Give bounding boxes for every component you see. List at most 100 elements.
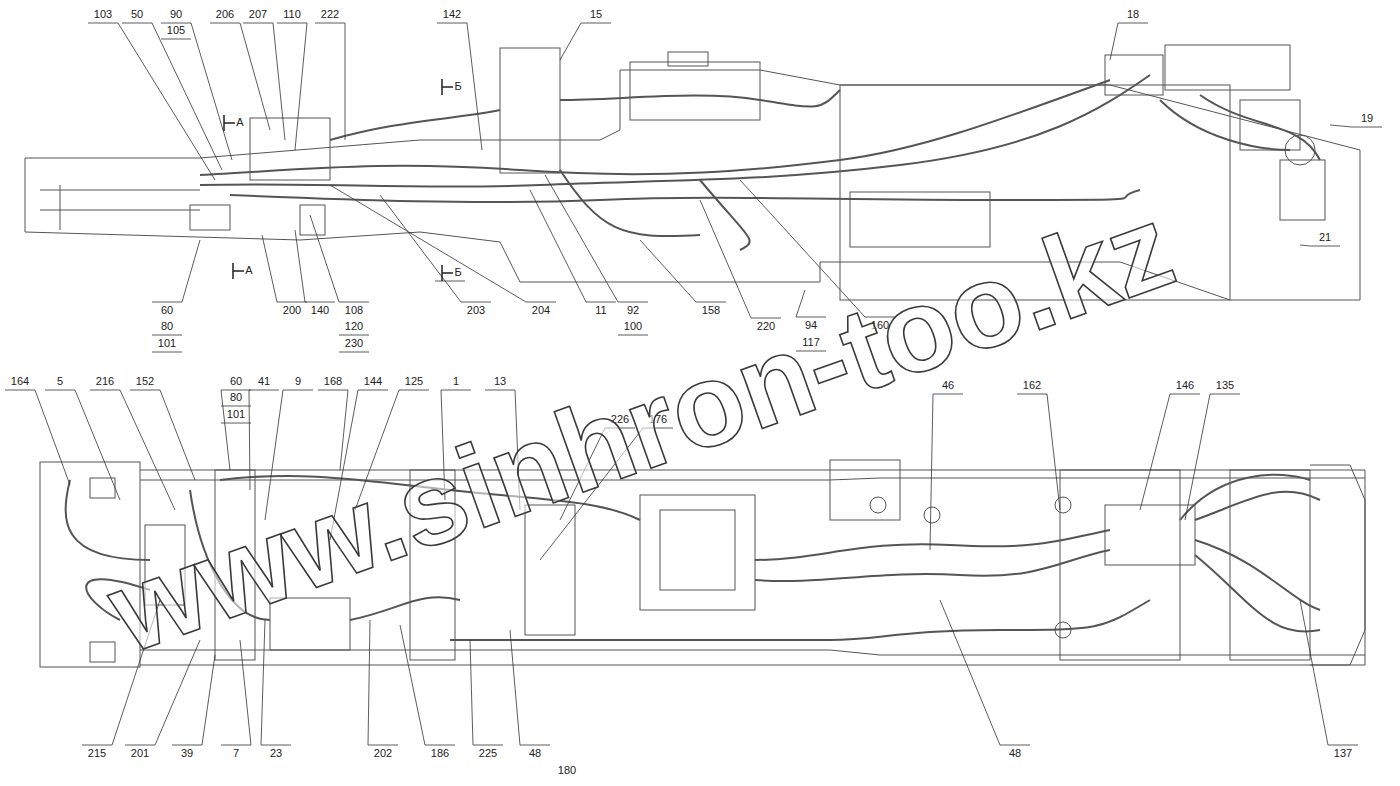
callout-text: 222 — [320, 8, 340, 20]
callout-text: 110 — [282, 8, 302, 20]
callout-number: 1 — [439, 375, 473, 388]
callout-number: 135 — [1208, 379, 1242, 392]
fraction-bar — [435, 281, 465, 282]
callout-text: 18 — [1126, 8, 1140, 20]
leader-line — [1140, 394, 1200, 510]
callout-number: 222 — [313, 8, 347, 21]
callout-number: А — [232, 264, 266, 277]
callout-text: 215 — [87, 747, 107, 759]
callout-text: 152 — [135, 375, 155, 387]
watermark: www.sinhron-too.kz — [95, 185, 1186, 671]
leader-line — [380, 195, 491, 302]
callout-number: 180 — [550, 764, 584, 777]
leader-line — [940, 600, 1030, 745]
callout-number: 19 — [1350, 112, 1384, 125]
leader-line — [1017, 394, 1060, 510]
callout-number: 23 — [259, 747, 293, 760]
leader-line — [122, 23, 222, 170]
callout-number: 100 — [616, 320, 650, 333]
callout-number: 110 — [275, 8, 309, 21]
leader-line — [330, 185, 556, 302]
callout-number: 216 — [88, 375, 122, 388]
leader-line — [45, 390, 120, 500]
callout-text: 108 — [344, 304, 364, 316]
callout-number: 215 — [80, 747, 114, 760]
callout-number: 201 — [123, 747, 157, 760]
callout-number: 50 — [120, 8, 154, 21]
callout-number: 230 — [337, 337, 371, 350]
callout-number: 60 — [150, 304, 184, 317]
callout-number: 164 — [3, 375, 37, 388]
callout-text: 9 — [294, 375, 302, 387]
callout-text: 41 — [257, 375, 271, 387]
callout-number: Б — [441, 266, 475, 279]
callout-text: 101 — [226, 408, 246, 420]
leader-line — [470, 640, 503, 745]
callout-text: 162 — [1022, 379, 1042, 391]
callout-text: 144 — [363, 375, 383, 387]
leader-line — [90, 390, 175, 510]
callout-text: 140 — [310, 304, 330, 316]
callout-number: 203 — [459, 304, 493, 317]
callout-number: 168 — [316, 375, 350, 388]
callout-text: 48 — [528, 747, 542, 759]
callout-text: 203 — [466, 304, 486, 316]
callout-number: 137 — [1326, 747, 1360, 760]
leader-line — [640, 240, 726, 302]
leader-line — [1300, 600, 1358, 745]
callout-text: 146 — [1175, 379, 1195, 391]
leader-line — [261, 620, 291, 745]
callout-text: 158 — [701, 304, 721, 316]
callout-text: А — [244, 264, 253, 276]
callout-number: 18 — [1116, 8, 1150, 21]
fraction-bar — [152, 335, 182, 336]
callout-number: 204 — [524, 304, 558, 317]
callout-text: 168 — [323, 375, 343, 387]
callout-text: 230 — [344, 337, 364, 349]
fraction-bar — [221, 406, 251, 407]
fraction-bar — [152, 352, 182, 353]
callout-text: 60 — [160, 304, 174, 316]
callout-text: 11 — [594, 304, 607, 316]
leader-line — [161, 23, 232, 160]
fraction-bar — [221, 423, 251, 424]
callout-number: 103 — [86, 8, 120, 21]
callout-text: Б — [453, 80, 462, 92]
callout-text: 48 — [1008, 747, 1022, 759]
callout-text: 142 — [442, 8, 462, 20]
callout-text: 50 — [130, 8, 144, 20]
callout-text: 80 — [160, 320, 174, 332]
callout-text: 204 — [531, 304, 551, 316]
callout-text: 15 — [589, 8, 603, 20]
leader-line — [318, 390, 348, 470]
callout-text: 201 — [130, 747, 150, 759]
callout-number: 90 — [159, 8, 193, 21]
callout-text: А — [235, 116, 244, 128]
callout-number: 48 — [998, 747, 1032, 760]
callout-text: 125 — [404, 375, 424, 387]
leader-line — [88, 23, 215, 180]
callout-text: 1 — [452, 375, 460, 387]
callout-number: 202 — [366, 747, 400, 760]
callout-number: 225 — [471, 747, 505, 760]
callout-number: 186 — [423, 747, 457, 760]
callout-text: 120 — [344, 320, 364, 332]
leader-line — [243, 23, 285, 140]
leader-line — [437, 23, 482, 150]
callout-number: 162 — [1015, 379, 1049, 392]
callout-text: 92 — [626, 304, 640, 316]
callout-number: 108 — [337, 304, 371, 317]
callout-text: 60 — [229, 375, 243, 387]
callout-number: 80 — [219, 391, 253, 404]
fraction-bar — [618, 335, 648, 336]
callout-text: 164 — [10, 375, 30, 387]
callout-text: 186 — [430, 747, 450, 759]
callout-text: 19 — [1360, 112, 1374, 124]
leader-line — [510, 630, 550, 745]
leader-line — [1330, 125, 1382, 127]
callout-number: 120 — [337, 320, 371, 333]
callout-text: 100 — [623, 320, 643, 332]
leader-line — [368, 620, 398, 745]
callout-text: 5 — [56, 375, 64, 387]
